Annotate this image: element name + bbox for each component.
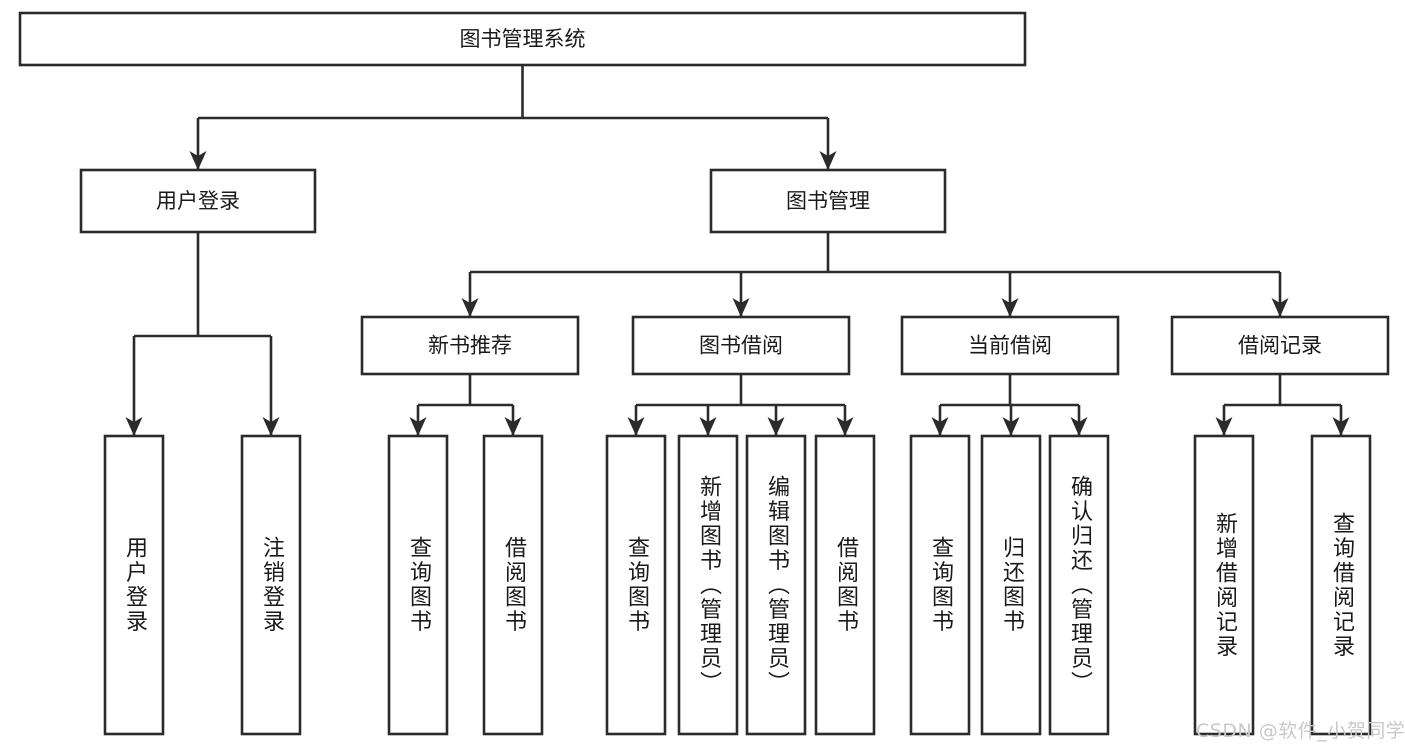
node-root[interactable]: 图书管理系统 bbox=[18, 11, 1027, 67]
node-level3-2-box[interactable] bbox=[900, 315, 1120, 376]
connectors-layer bbox=[125, 65, 1350, 436]
arrow-head-icon bbox=[189, 151, 207, 170]
node-leaf-1[interactable] bbox=[240, 434, 302, 736]
node-level3-1[interactable]: 图书借阅 bbox=[631, 315, 851, 376]
node-leaf-11[interactable] bbox=[1193, 434, 1255, 736]
node-leaf-10-box[interactable] bbox=[1048, 434, 1110, 736]
node-leaf-6[interactable] bbox=[745, 434, 807, 736]
node-level3-1-label: 图书借阅 bbox=[699, 334, 783, 358]
node-level3-3-box[interactable] bbox=[1170, 315, 1390, 376]
node-leaf-4-box[interactable] bbox=[605, 434, 667, 736]
node-leaf-12-box[interactable] bbox=[1310, 434, 1372, 736]
node-leaf-1-box[interactable] bbox=[240, 434, 302, 736]
arrow-head-icon bbox=[504, 417, 522, 436]
node-leaf-6-box[interactable] bbox=[745, 434, 807, 736]
node-leaf-7[interactable] bbox=[814, 434, 876, 736]
arrow-head-icon bbox=[1215, 417, 1233, 436]
node-leaf-10[interactable] bbox=[1048, 434, 1110, 736]
arrow-head-icon bbox=[699, 417, 717, 436]
node-leaf-4[interactable] bbox=[605, 434, 667, 736]
node-root-label: 图书管理系统 bbox=[460, 27, 586, 51]
node-level3-1-box[interactable] bbox=[631, 315, 851, 376]
node-leaf-12[interactable] bbox=[1310, 434, 1372, 736]
arrow-head-icon bbox=[1002, 417, 1020, 436]
node-leaf-11-box[interactable] bbox=[1193, 434, 1255, 736]
node-level2-1-label: 图书管理 bbox=[786, 189, 870, 213]
node-level3-2[interactable]: 当前借阅 bbox=[900, 315, 1120, 376]
node-leaf-2-box[interactable] bbox=[387, 434, 449, 736]
node-leaf-2[interactable] bbox=[387, 434, 449, 736]
node-leaf-8-box[interactable] bbox=[909, 434, 971, 736]
node-leaf-8[interactable] bbox=[909, 434, 971, 736]
node-leaf-7-box[interactable] bbox=[814, 434, 876, 736]
arrow-head-icon bbox=[1001, 298, 1019, 317]
node-leaf-5-box[interactable] bbox=[677, 434, 739, 736]
arrow-head-icon bbox=[262, 417, 280, 436]
arrow-head-icon bbox=[461, 298, 479, 317]
node-leaf-5[interactable] bbox=[677, 434, 739, 736]
arrow-head-icon bbox=[836, 417, 854, 436]
arrow-head-icon bbox=[819, 151, 837, 170]
node-leaf-9-box[interactable] bbox=[980, 434, 1042, 736]
node-level2-1[interactable]: 图书管理 bbox=[709, 168, 947, 234]
node-level3-0-label: 新书推荐 bbox=[428, 334, 512, 358]
arrow-head-icon bbox=[627, 417, 645, 436]
node-level2-0-label: 用户登录 bbox=[156, 189, 240, 213]
node-level2-1-box[interactable] bbox=[709, 168, 947, 234]
node-leaf-3-box[interactable] bbox=[482, 434, 544, 736]
arrow-head-icon bbox=[767, 417, 785, 436]
arrow-head-icon bbox=[125, 417, 143, 436]
arrow-head-icon bbox=[931, 417, 949, 436]
node-leaf-0-box[interactable] bbox=[103, 434, 165, 736]
node-level2-0[interactable]: 用户登录 bbox=[79, 168, 317, 234]
arrow-head-icon bbox=[732, 298, 750, 317]
node-level2-0-box[interactable] bbox=[79, 168, 317, 234]
node-level3-0-box[interactable] bbox=[360, 315, 580, 376]
arrow-head-icon bbox=[1271, 298, 1289, 317]
arrow-head-icon bbox=[1332, 417, 1350, 436]
arrow-head-icon bbox=[409, 417, 427, 436]
arrow-head-icon bbox=[1070, 417, 1088, 436]
node-leaf-3[interactable] bbox=[482, 434, 544, 736]
node-root-box[interactable] bbox=[18, 11, 1027, 67]
node-level3-2-label: 当前借阅 bbox=[968, 334, 1052, 358]
csdn-watermark: CSDN @软件_小贺同学 bbox=[1196, 720, 1405, 742]
node-level3-3-label: 借阅记录 bbox=[1238, 334, 1322, 358]
node-level3-0[interactable]: 新书推荐 bbox=[360, 315, 580, 376]
node-leaf-0[interactable] bbox=[103, 434, 165, 736]
node-leaf-9[interactable] bbox=[980, 434, 1042, 736]
node-level3-3[interactable]: 借阅记录 bbox=[1170, 315, 1390, 376]
